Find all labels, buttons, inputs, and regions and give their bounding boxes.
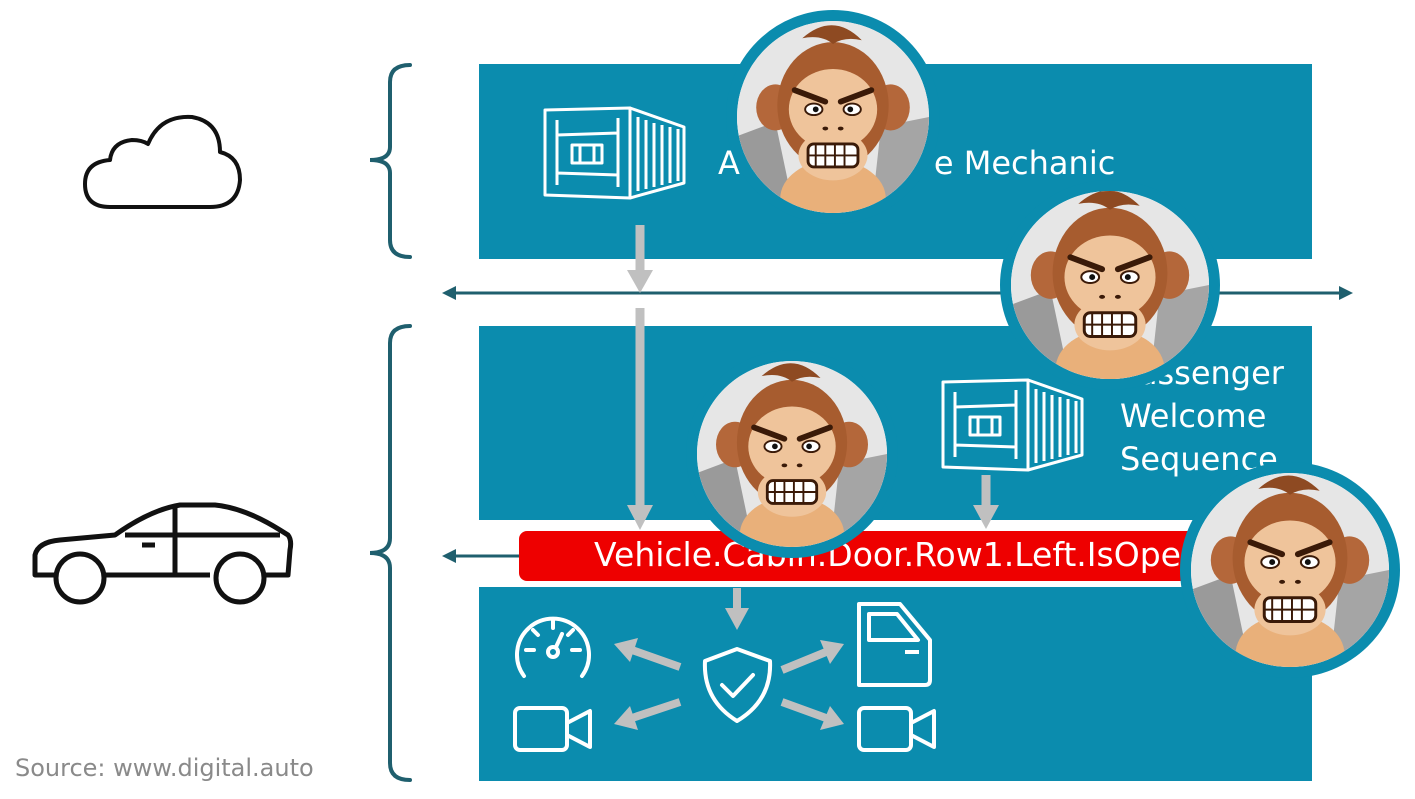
video-camera-icon — [513, 706, 592, 752]
cloud-layer-bracket — [369, 63, 412, 259]
down-arrow — [627, 308, 653, 530]
container-icon — [543, 106, 686, 200]
down-arrow — [973, 475, 999, 529]
vss-signal-label: Vehicle.Cabin.Door.Row1.Left.IsOpen — [594, 535, 1199, 574]
down-arrow — [725, 588, 749, 630]
car-door-icon — [857, 602, 932, 687]
monkey-avatar — [726, 10, 940, 224]
shield-check-icon — [702, 647, 773, 723]
car-icon — [32, 502, 294, 605]
video-camera-icon — [857, 706, 936, 752]
distribution-arrows — [614, 638, 844, 730]
container-icon — [941, 378, 1084, 472]
vss-signal-bar: Vehicle.Cabin.Door.Row1.Left.IsOpen — [519, 531, 1199, 581]
cloud-icon — [83, 114, 242, 209]
signal-left-arrow — [442, 549, 522, 563]
monkey-avatar — [1000, 180, 1220, 390]
source-caption: Source: www.digital.auto — [15, 754, 314, 782]
monkey-avatar — [1180, 462, 1400, 678]
speedometer-icon — [515, 616, 591, 678]
monkey-avatar — [686, 350, 898, 558]
down-arrow — [627, 225, 653, 293]
vehicle-layer-bracket — [369, 324, 412, 782]
